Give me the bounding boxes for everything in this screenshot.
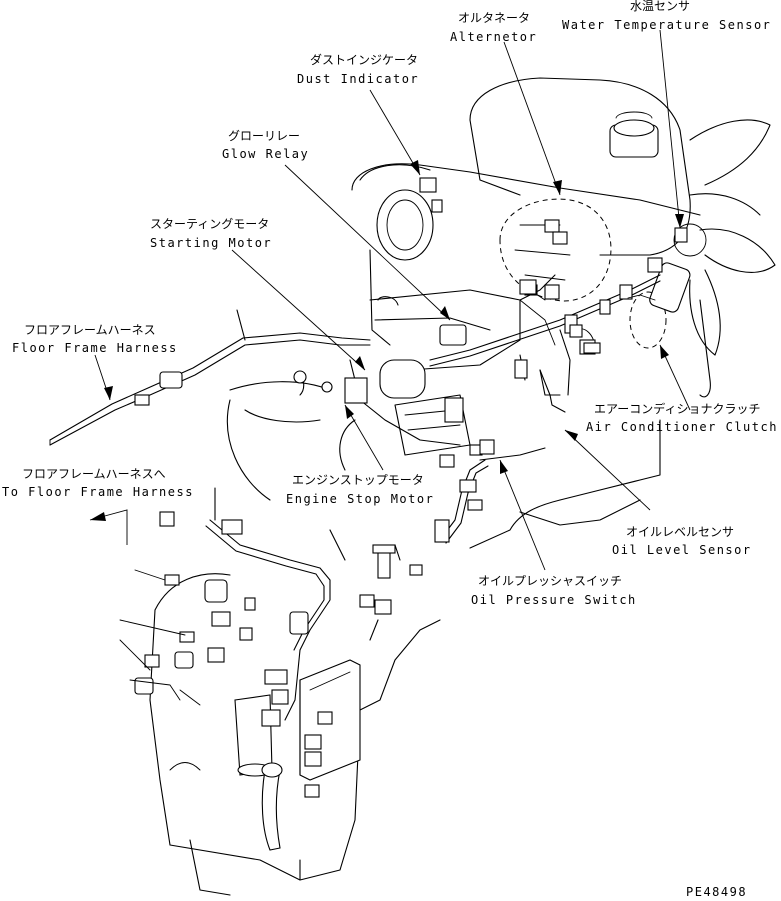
label-floor-frame-harness: フロアフレームハーネス Floor Frame Harness bbox=[12, 323, 178, 355]
alternator-jp: オルタネータ bbox=[458, 11, 530, 25]
oil-pressure-switch-en: Oil Pressure Switch bbox=[471, 593, 637, 607]
water-temp-jp: 水温センサ bbox=[630, 0, 690, 13]
oil-pressure-switch-jp: オイルプレッシャスイッチ bbox=[478, 574, 622, 588]
to-floor-frame-harness-en: To Floor Frame Harness bbox=[2, 485, 194, 499]
label-air-conditioner-clutch: エアーコンディショナクラッチ Air Conditioner Clutch bbox=[586, 401, 778, 434]
air-cleaner bbox=[359, 164, 443, 346]
engine-stop-motor-en: Engine Stop Motor bbox=[286, 492, 434, 506]
glow-relay-en: Glow Relay bbox=[222, 147, 309, 161]
engine-outline bbox=[351, 77, 776, 549]
label-oil-level-sensor: オイルレベルセンサ Oil Level Sensor bbox=[612, 525, 752, 557]
dust-indicator-en: Dust Indicator bbox=[297, 72, 419, 86]
dust-indicator-jp: ダストインジケータ bbox=[310, 52, 418, 67]
floor-frame-harness-jp: フロアフレームハーネス bbox=[24, 323, 156, 337]
alternator-en: Alternetor bbox=[450, 30, 537, 44]
label-oil-pressure-switch: オイルプレッシャスイッチ Oil Pressure Switch bbox=[471, 574, 637, 607]
air-conditioner-clutch-en: Air Conditioner Clutch bbox=[586, 420, 778, 434]
lower-engine bbox=[119, 219, 688, 896]
label-alternator: オルタネータ Alternetor bbox=[450, 11, 537, 44]
engine-stop-motor-jp: エンジンストップモータ bbox=[292, 473, 424, 487]
to-floor-frame-harness-jp: フロアフレームハーネスへ bbox=[22, 467, 166, 481]
glow-relay-jp: グローリレー bbox=[228, 129, 300, 143]
label-to-floor-frame-harness: フロアフレームハーネスへ To Floor Frame Harness bbox=[2, 467, 194, 499]
air-conditioner-body bbox=[629, 262, 691, 349]
label-water-temperature-sensor: 水温センサ Water Temperature Sensor bbox=[562, 0, 771, 32]
starter-area bbox=[344, 289, 521, 468]
label-dust-indicator: ダストインジケータ Dust Indicator bbox=[297, 52, 419, 86]
label-starting-motor: スターティングモータ Starting Motor bbox=[150, 217, 272, 250]
oil-level-sensor-jp: オイルレベルセンサ bbox=[626, 525, 734, 539]
engine-stop-motor-body bbox=[394, 394, 471, 456]
floor-frame-harness bbox=[49, 309, 371, 446]
leader-arrows bbox=[90, 160, 684, 521]
starting-motor-en: Starting Motor bbox=[150, 236, 272, 250]
air-conditioner-clutch-jp: エアーコンディショナクラッチ bbox=[594, 401, 760, 416]
water-temp-en: Water Temperature Sensor bbox=[562, 18, 771, 32]
floor-frame-harness-en: Floor Frame Harness bbox=[12, 341, 178, 355]
starting-motor-jp: スターティングモータ bbox=[150, 217, 269, 231]
oil-level-sensor-en: Oil Level Sensor bbox=[612, 543, 752, 557]
label-glow-relay: グローリレー Glow Relay bbox=[222, 129, 309, 161]
label-engine-stop-motor: エンジンストップモータ Engine Stop Motor bbox=[286, 473, 434, 506]
drawing-number: PE48498 bbox=[686, 885, 747, 899]
